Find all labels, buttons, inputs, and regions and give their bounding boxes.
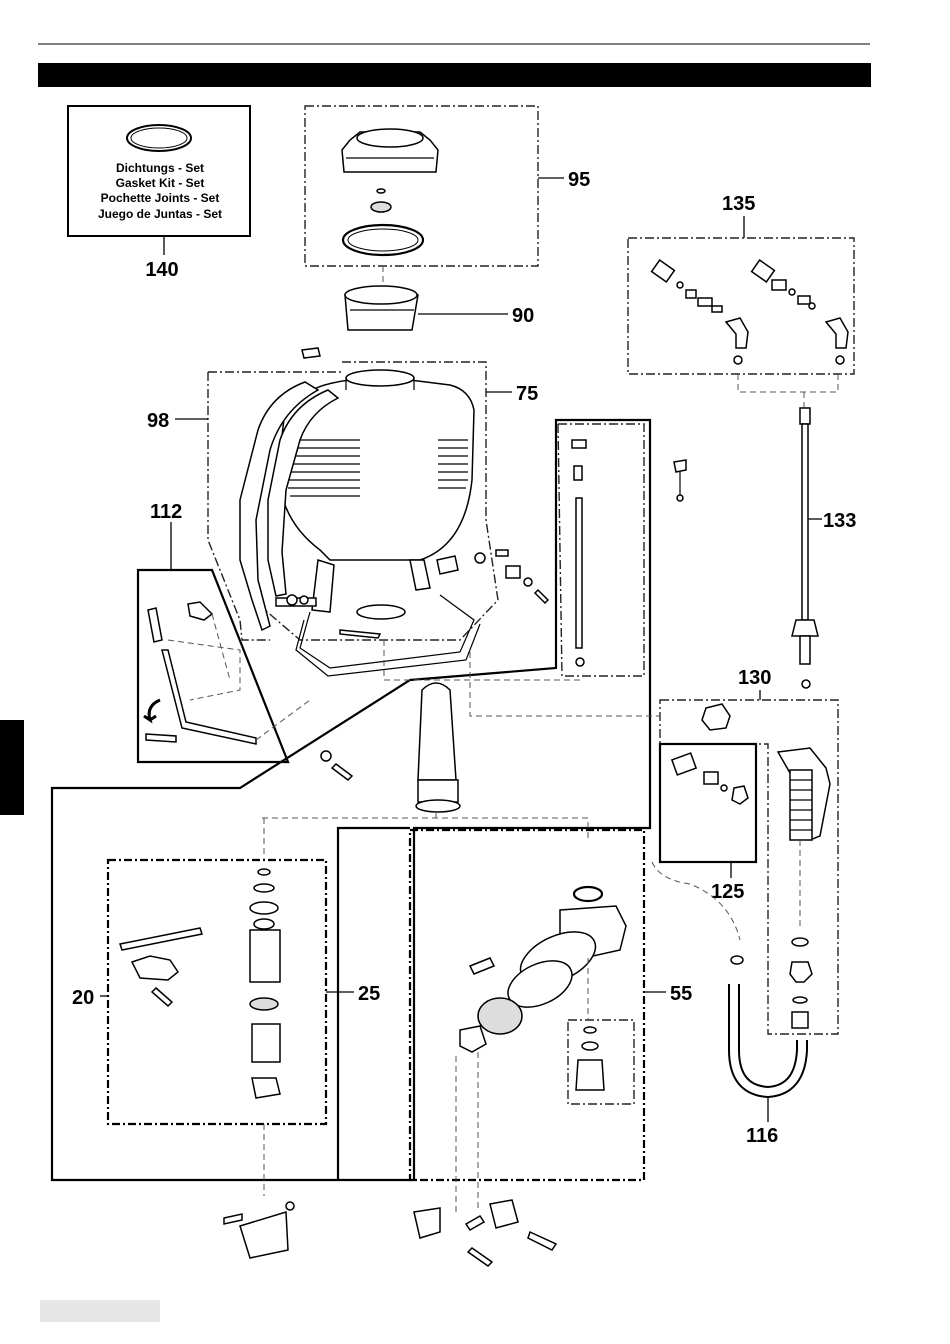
callout-116: 116: [746, 1125, 778, 1147]
handle-112: 112: [138, 501, 310, 762]
kit-line-4: Juego de Juntas - Set: [98, 207, 222, 221]
shutoff-valve-130: 130: [660, 667, 838, 1034]
callout-20: 20: [72, 987, 94, 1009]
callout-133: 133: [823, 510, 856, 532]
callout-75: 75: [516, 383, 538, 405]
footer-box: [40, 1300, 160, 1322]
gasket-kit-box: Dichtungs - Set Gasket Kit - Set Pochett…: [68, 106, 250, 281]
callout-112: 112: [150, 501, 182, 523]
kit-line-1: Dichtungs - Set: [116, 161, 204, 175]
bolt-small: [321, 751, 352, 780]
callout-130: 130: [738, 667, 771, 689]
callout-90: 90: [512, 305, 534, 327]
callout-125: 125: [711, 881, 744, 903]
callout-25: 25: [358, 983, 380, 1005]
nozzle-kit-135: 135: [628, 193, 854, 410]
valve-insert-125: 125: [660, 744, 756, 903]
kit-line-3: Pochette Joints - Set: [101, 191, 220, 205]
side-tab: [0, 720, 24, 815]
header-bar: [38, 63, 871, 87]
strainer-90: 90: [345, 266, 534, 330]
diaphragm-assembly-55: 55: [410, 830, 692, 1266]
lance-133: 133: [792, 408, 856, 688]
kit-line-2: Gasket Kit - Set: [116, 176, 205, 190]
callout-140: 140: [145, 259, 178, 281]
callout-135: 135: [722, 193, 755, 215]
callout-95: 95: [568, 169, 590, 191]
pump-assembly-20-25: 25 20: [72, 812, 588, 1258]
callout-55: 55: [670, 983, 692, 1005]
callout-98: 98: [147, 410, 169, 432]
lid-assembly-95: 95: [305, 106, 590, 266]
